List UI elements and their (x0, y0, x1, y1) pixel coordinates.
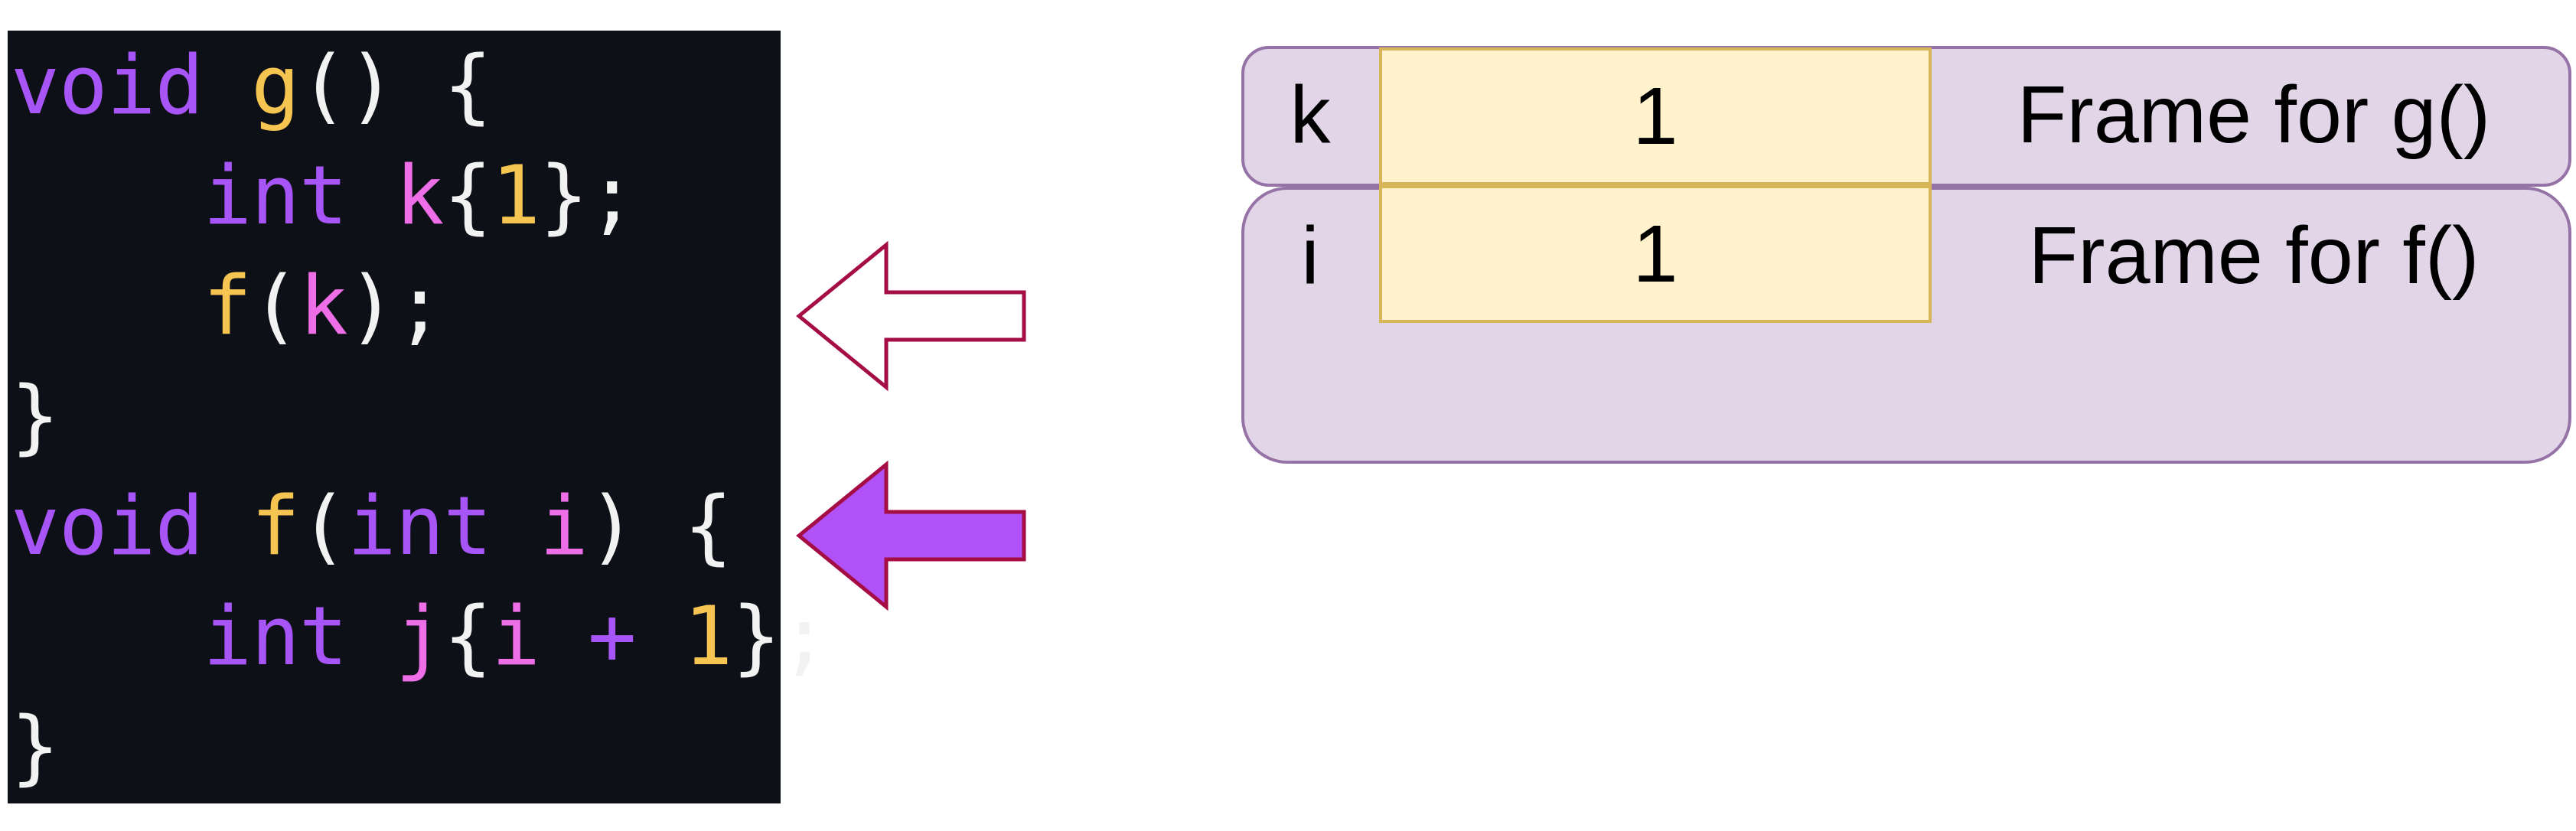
code-token: i (491, 589, 540, 683)
code-token (203, 479, 251, 573)
code-token: ( (298, 479, 348, 573)
code-token: int (347, 479, 492, 573)
code-token: 1 (491, 148, 540, 243)
code-token: void (11, 479, 204, 573)
code-token (347, 589, 396, 683)
variable-name-k: k (1290, 70, 1331, 160)
code-token (203, 38, 251, 132)
variable-value-i: 1 (1379, 185, 1932, 323)
code-token: { (443, 148, 492, 243)
code-line: } (11, 361, 60, 471)
current-line-arrow-shape (796, 460, 1026, 611)
previous-line-arrow (796, 240, 1026, 392)
code-token (347, 148, 396, 243)
frame-label-g: Frame for g() (2017, 70, 2491, 160)
code-token (11, 259, 203, 353)
code-token: f (203, 259, 252, 353)
code-token: int (203, 148, 347, 243)
code-token: j (395, 589, 445, 683)
frame-label-f: Frame for f() (2028, 210, 2480, 301)
code-token (491, 479, 540, 573)
code-line: f(k); (11, 251, 445, 361)
code-token: i (540, 479, 589, 573)
code-token: 1 (683, 589, 733, 683)
code-token (540, 589, 588, 683)
code-line: int j{i + 1}; (11, 582, 829, 692)
code-line: void f(int i) { (11, 471, 732, 582)
code-token: }; (732, 589, 829, 683)
code-token: } (11, 369, 60, 463)
code-line: void g() { (11, 31, 492, 141)
previous-line-arrow-shape (796, 240, 1026, 392)
code-line: } (11, 692, 60, 802)
code-token: f (251, 479, 300, 573)
code-token: + (587, 589, 637, 683)
current-line-arrow (796, 460, 1026, 611)
code-token: ( (251, 259, 300, 353)
variable-name-i: i (1301, 210, 1319, 301)
code-token: int (203, 589, 347, 683)
variable-value-k: 1 (1379, 47, 1932, 185)
code-token: g (251, 38, 300, 132)
code-token: } (11, 699, 60, 794)
code-line: int k{1}; (11, 141, 636, 251)
code-token (11, 148, 203, 243)
code-token: () { (298, 38, 492, 132)
code-token (11, 589, 203, 683)
code-token: k (395, 148, 445, 243)
code-token: { (443, 589, 492, 683)
code-token: }; (540, 148, 637, 243)
code-token (636, 589, 684, 683)
code-token: ); (347, 259, 445, 353)
code-token: void (11, 38, 204, 132)
code-token: k (298, 259, 348, 353)
code-panel: void g() { int k{1}; f(k); } void f(int … (8, 31, 829, 803)
code-token: ) { (587, 479, 732, 573)
